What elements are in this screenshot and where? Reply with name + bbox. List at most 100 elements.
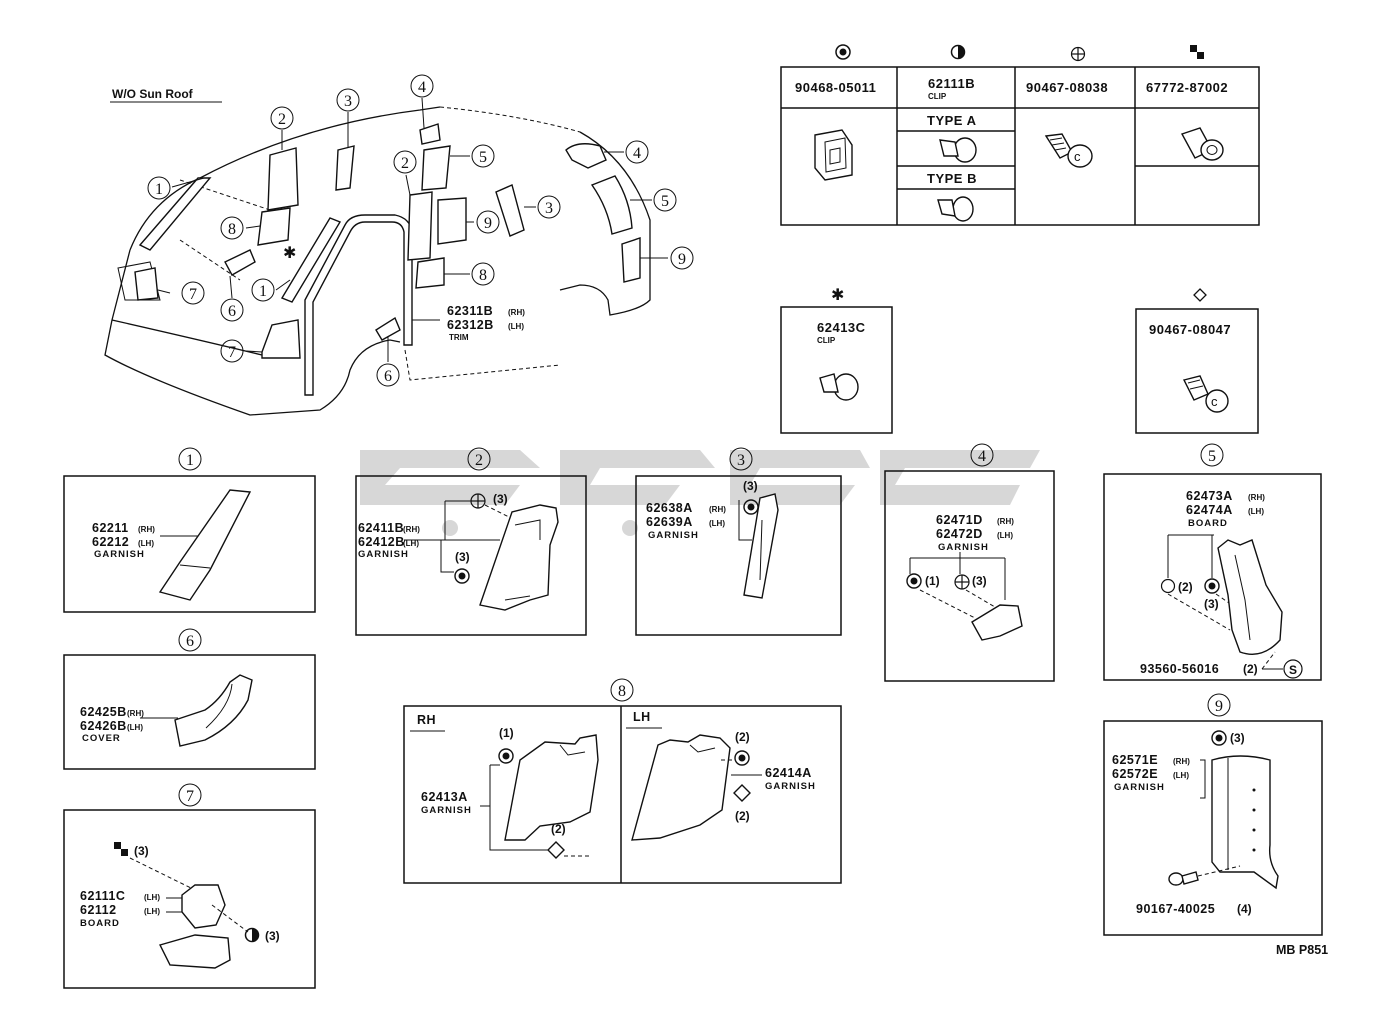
svg-text:62638A: 62638A (646, 501, 693, 515)
s-mark-icon (1283, 659, 1303, 679)
svg-text:90167-40025: 90167-40025 (1136, 902, 1215, 916)
clip-62413c-box: ✱ 62413C CLIP (780, 287, 893, 434)
svg-text:GARNISH: GARNISH (421, 805, 472, 816)
svg-text:6: 6 (384, 368, 392, 385)
svg-text:(LH): (LH) (138, 539, 154, 548)
panel-8: 8 RH LH (1) 62413A GARNISH (2) (2) (2) 6… (403, 678, 842, 884)
part-4-mid (419, 123, 441, 145)
svg-text:6: 6 (186, 633, 194, 650)
svg-text:TRIM: TRIM (449, 333, 469, 342)
vehicle-overview: W/O Sun Roof ✱ (104, 74, 694, 416)
watermark-logo (360, 450, 1040, 536)
svg-text:1: 1 (186, 452, 194, 469)
svg-text:S: S (1289, 663, 1297, 677)
fastener-1-part: 90468-05011 (795, 80, 876, 95)
svg-text:(2): (2) (1178, 580, 1193, 594)
part-9-mid (437, 197, 467, 245)
svg-text:(RH): (RH) (127, 709, 144, 718)
panel-9: 9 (3) 62571E(RH) 62572E(LH) GARNISH 9016… (1103, 693, 1323, 936)
svg-text:62212: 62212 (92, 535, 129, 549)
svg-text:4: 4 (633, 145, 641, 162)
svg-text:90467-08047: 90467-08047 (1149, 322, 1231, 337)
svg-text:62572E: 62572E (1112, 767, 1158, 781)
van-body-outline (199, 106, 441, 179)
svg-text:93560-56016: 93560-56016 (1140, 662, 1219, 676)
svg-text:GARNISH: GARNISH (938, 542, 989, 553)
roof-dash (439, 106, 581, 133)
part-1-front (138, 177, 212, 251)
svg-text:(LH): (LH) (1173, 771, 1189, 780)
svg-text:c: c (1211, 394, 1218, 409)
svg-text:(1): (1) (925, 574, 940, 588)
part-1-mid (280, 217, 342, 303)
garnish-62413a-part (504, 734, 599, 841)
diamond-symbol-icon (1193, 288, 1207, 302)
svg-text:(RH): (RH) (403, 525, 420, 534)
svg-text:1: 1 (155, 181, 163, 198)
svg-text:2: 2 (278, 111, 286, 128)
svg-text:(LH): (LH) (508, 322, 524, 331)
svg-text:1: 1 (259, 283, 267, 300)
garnish-62211-part (158, 489, 252, 601)
svg-text:5: 5 (1208, 448, 1216, 465)
bolt-90167-icon (1168, 871, 1199, 886)
svg-text:(4): (4) (1237, 902, 1252, 916)
clip-type-b-icon (937, 196, 974, 222)
svg-text:(2): (2) (1243, 662, 1258, 676)
svg-text:62426B: 62426B (80, 719, 127, 733)
svg-text:GARNISH: GARNISH (358, 549, 409, 560)
svg-text:LH: LH (633, 710, 651, 724)
svg-text:2: 2 (475, 452, 483, 469)
footer-code: MB P851 (1276, 943, 1328, 957)
svg-text:3: 3 (344, 93, 352, 110)
svg-text:(3): (3) (265, 929, 280, 943)
svg-text:(2): (2) (735, 730, 750, 744)
svg-text:GARNISH: GARNISH (648, 530, 699, 541)
svg-text:6: 6 (228, 303, 236, 320)
svg-text:(RH): (RH) (508, 308, 525, 317)
svg-text:7: 7 (189, 286, 197, 303)
svg-text:(LH): (LH) (144, 893, 160, 902)
clip-90468-icon (814, 129, 853, 181)
panel-7: 7 (3) 62111C(LH) 62112(LH) BOARD (3) (63, 783, 316, 989)
checker-icon (114, 842, 121, 849)
svg-text:7: 7 (186, 788, 194, 805)
clip-type-a-icon (939, 137, 977, 163)
bullseye-icon (906, 573, 922, 589)
svg-text:(LH): (LH) (127, 723, 143, 732)
svg-text:(LH): (LH) (144, 907, 160, 916)
svg-text:(RH): (RH) (997, 517, 1014, 526)
svg-text:COVER: COVER (82, 733, 121, 744)
overview-callouts: 1 2 3 4 2 5 9 3 4 5 9 8 8 1 6 7 7 6 (147, 74, 694, 387)
svg-text:(3): (3) (1230, 731, 1245, 745)
svg-text:62111C: 62111C (80, 889, 125, 903)
svg-text:(RH): (RH) (709, 505, 726, 514)
panel-1: 1 62211(RH) 62212(LH) GARNISH (63, 447, 316, 613)
clip-67772-icon (1180, 127, 1224, 161)
board-62112-part (158, 934, 231, 969)
fastener-3-part: 90467-08038 (1026, 80, 1108, 95)
fastener-4-part: 67772-87002 (1146, 80, 1228, 95)
svg-text:(LH): (LH) (403, 539, 419, 548)
part-4-rear (565, 143, 607, 169)
svg-text:62471D: 62471D (936, 513, 983, 527)
svg-text:62425B: 62425B (80, 705, 127, 719)
svg-text:62311B: 62311B (447, 304, 493, 318)
svg-text:62411B: 62411B (358, 521, 404, 535)
part-3-mid (495, 184, 525, 237)
panel-6: 6 62425B(RH) 62426B(LH) COVER (63, 628, 316, 770)
type-b-label: TYPE B (927, 171, 977, 186)
svg-text:(3): (3) (743, 479, 758, 493)
svg-text:62474A: 62474A (1186, 503, 1233, 517)
panel-4: 4 62471D(RH) 62472D(LH) GARNISH (1) (3) (884, 443, 1055, 682)
part-5-mid (421, 145, 451, 191)
svg-text:c: c (1074, 149, 1081, 164)
svg-text:4: 4 (978, 448, 986, 465)
svg-text:(3): (3) (134, 844, 149, 858)
svg-text:62571E: 62571E (1112, 753, 1158, 767)
svg-text:8: 8 (618, 683, 626, 700)
svg-text:4: 4 (418, 79, 426, 96)
svg-text:(1): (1) (499, 726, 514, 740)
part-3-front (335, 145, 355, 191)
part-2-front (267, 147, 299, 211)
